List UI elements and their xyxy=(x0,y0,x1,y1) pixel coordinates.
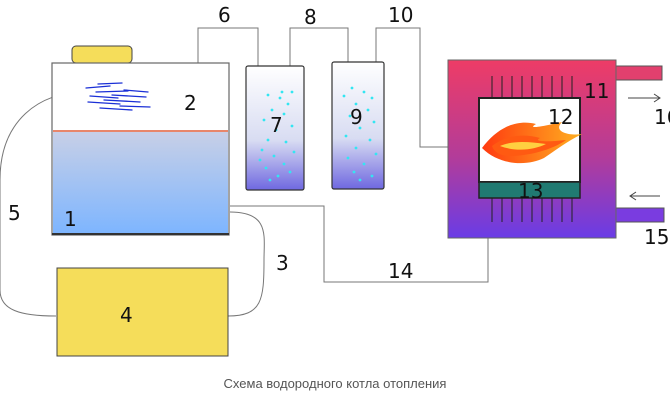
boiler xyxy=(447,59,665,239)
filter-7 xyxy=(245,65,305,191)
tank-water xyxy=(53,130,228,234)
label-16: 16 xyxy=(654,105,670,129)
filter-7-bubbles xyxy=(258,90,296,182)
label-14: 14 xyxy=(388,259,413,283)
tank-cap xyxy=(71,45,133,64)
label-4: 4 xyxy=(120,303,133,327)
fins-bottom xyxy=(491,198,573,222)
label-1: 1 xyxy=(64,207,77,231)
label-6: 6 xyxy=(218,3,231,27)
label-11: 11 xyxy=(584,79,609,103)
label-10: 10 xyxy=(388,3,413,27)
label-12: 12 xyxy=(548,105,573,129)
gas-wisps xyxy=(85,82,151,111)
battery-block xyxy=(56,267,229,357)
electrolyzer-tank xyxy=(51,45,230,236)
pipe-10 xyxy=(375,27,486,148)
heat-exchanger xyxy=(478,181,581,199)
filter-9 xyxy=(331,61,385,190)
label-7: 7 xyxy=(270,113,283,137)
filter-9-bubbles xyxy=(342,86,378,182)
fins-top xyxy=(491,76,573,98)
flame-icon xyxy=(482,122,582,164)
label-8: 8 xyxy=(304,5,317,29)
label-3: 3 xyxy=(276,251,289,275)
label-13: 13 xyxy=(518,179,543,203)
arrow-left-icon xyxy=(629,191,660,201)
wire-3 xyxy=(227,211,265,317)
flow-arrows xyxy=(628,93,661,201)
connection-lines xyxy=(0,27,489,317)
outlet-pipe xyxy=(611,65,663,81)
inlet-pipe xyxy=(611,207,665,223)
label-9: 9 xyxy=(350,105,363,129)
arrow-right-icon xyxy=(628,93,661,103)
wire-5 xyxy=(0,91,85,317)
pipe-14 xyxy=(230,196,489,283)
label-5: 5 xyxy=(8,201,21,225)
filter-9-body xyxy=(331,61,385,190)
label-15: 15 xyxy=(644,225,669,249)
label-2: 2 xyxy=(184,91,197,115)
diagram-caption: Схема водородного котла отопления xyxy=(223,376,447,391)
